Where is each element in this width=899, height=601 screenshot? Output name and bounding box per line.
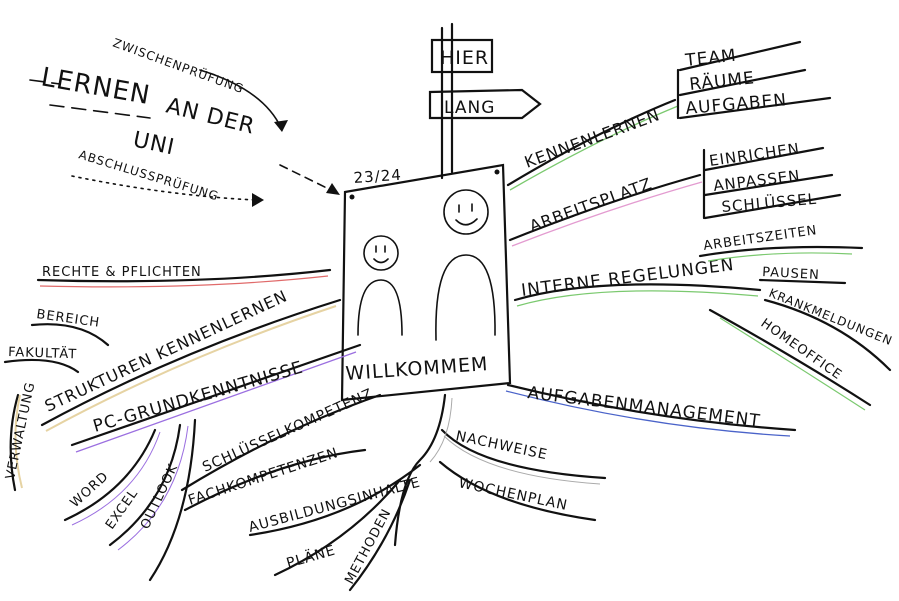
sign-hier — [430, 38, 494, 74]
sign-lang-arrow — [428, 88, 542, 120]
team-text: TEAM — [683, 46, 737, 71]
uni-branch: ZWISCHENPRÜFUNG LERNEN AN DER UNI ABSCHL… — [29, 34, 340, 207]
fachkompetenzen-label: FACHKOMPETENZEN — [186, 445, 340, 509]
sign-lang-text: LANG — [444, 98, 495, 118]
welcome-title: WILLKOMMEM — [345, 353, 489, 385]
wochenplan-label: WOCHENPLAN — [457, 475, 569, 514]
arbeitsplatz-label: ARBEITSPLATZ — [527, 174, 655, 236]
verwaltung-text: VERWALTUNG — [3, 381, 38, 481]
fakultaet-text: FAKULTÄT — [8, 344, 78, 362]
einrichen-text: EINRICHEN — [708, 139, 801, 170]
raeume-text: RÄUME — [688, 67, 755, 95]
sign-hier-text: HIER — [440, 47, 489, 69]
signpost-pole — [440, 22, 454, 180]
pin-icon — [349, 194, 355, 200]
aufgabenmanagement-label: AUFGABENMANAGEMENT — [526, 383, 761, 431]
anpassen-text: ANPASSEN — [712, 166, 801, 195]
interne-label: INTERNE REGELUNGEN — [520, 255, 735, 301]
branch-interne-regelungen: INTERNE REGELUNGEN ARBEITSZEITEN PAUSEN … — [513, 223, 895, 411]
year-label: 23/24 — [353, 166, 402, 187]
branch-kennenlernen: KENNENLERNEN TEAM RÄUME AUFGABEN — [506, 40, 832, 191]
pin-icon — [494, 169, 500, 175]
welcome-poster: 23/24 WILLKOMMEM — [340, 163, 512, 402]
branch-aufgabenmanagement: AUFGABENMANAGEMENT — [505, 383, 797, 437]
bereich-text: BEREICH — [35, 307, 101, 331]
kennenlernen-label: KENNENLERNEN — [522, 105, 663, 172]
branch-rechte: RECHTE & PFLICHTEN — [36, 265, 332, 288]
uni-text: UNI — [131, 127, 177, 160]
an-der-text: AN DER — [164, 94, 258, 140]
aufgaben-text: AUFGABEN — [685, 90, 788, 119]
rechte-label: RECHTE & PFLICHTEN — [42, 265, 202, 280]
big-smiley-icon — [443, 189, 489, 235]
plaene-text: PLÄNE — [284, 541, 337, 572]
methoden-text: METHODEN — [342, 506, 394, 587]
outlook-text: OUTLOOK — [138, 461, 181, 531]
small-smiley-icon — [363, 235, 399, 271]
pausen-text: PAUSEN — [762, 265, 820, 283]
schluessel-text: SCHLÜSSEL — [721, 189, 818, 216]
signpost: HIER LANG — [428, 22, 542, 180]
nachweise-label: NACHWEISE — [454, 428, 549, 463]
word-text: WORD — [68, 469, 112, 511]
lernen-text: LERNEN — [39, 62, 153, 111]
